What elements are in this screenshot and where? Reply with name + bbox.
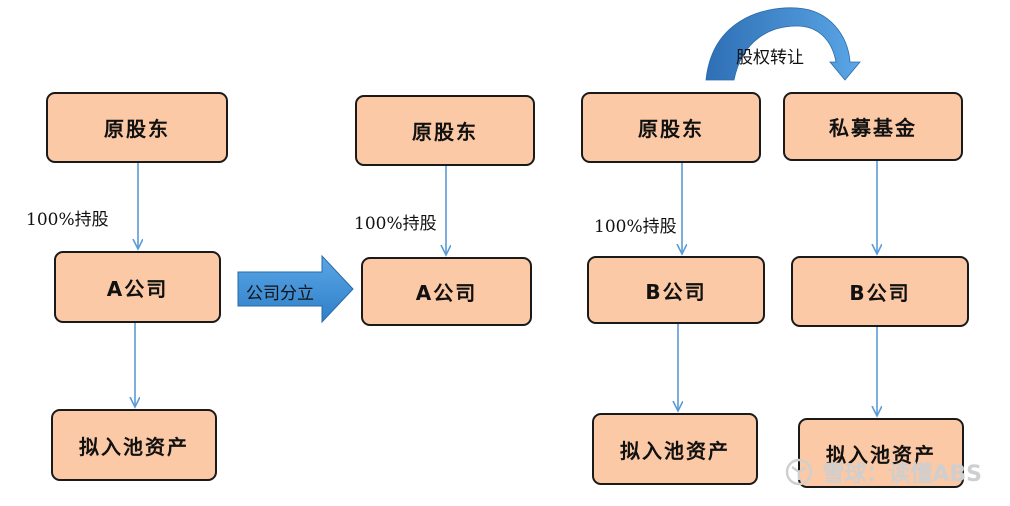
equity-transfer-label: 股权转让 xyxy=(736,48,804,68)
node-asset-to-pool-1: 拟入池资产 xyxy=(51,409,217,481)
equity-transfer-arrow xyxy=(705,7,861,81)
node-asset-to-pool-2: 拟入池资产 xyxy=(592,413,758,485)
holding-label-2: 100%持股 xyxy=(354,214,437,234)
node-company-a-2: A公司 xyxy=(361,257,532,326)
watermark-text: 雪球：读懂ABS xyxy=(822,462,982,487)
node-company-b-2: B公司 xyxy=(791,256,969,327)
holding-label-1: 100%持股 xyxy=(26,210,109,230)
company-split-label: 公司分立 xyxy=(246,284,314,304)
holding-label-3: 100%持股 xyxy=(594,217,677,237)
company-split-arrow xyxy=(237,254,354,324)
watermark: 雪球：读懂ABS xyxy=(784,456,982,488)
node-company-b-1: B公司 xyxy=(587,256,765,324)
node-private-fund: 私募基金 xyxy=(783,92,963,161)
node-original-shareholder-1: 原股东 xyxy=(46,92,228,163)
node-asset-to-pool-3: 拟入池资产 xyxy=(798,418,964,488)
node-company-a-1: A公司 xyxy=(54,251,221,323)
snowball-logo-icon xyxy=(786,458,813,486)
node-original-shareholder-2: 原股东 xyxy=(355,95,535,166)
node-original-shareholder-3: 原股东 xyxy=(581,92,761,163)
